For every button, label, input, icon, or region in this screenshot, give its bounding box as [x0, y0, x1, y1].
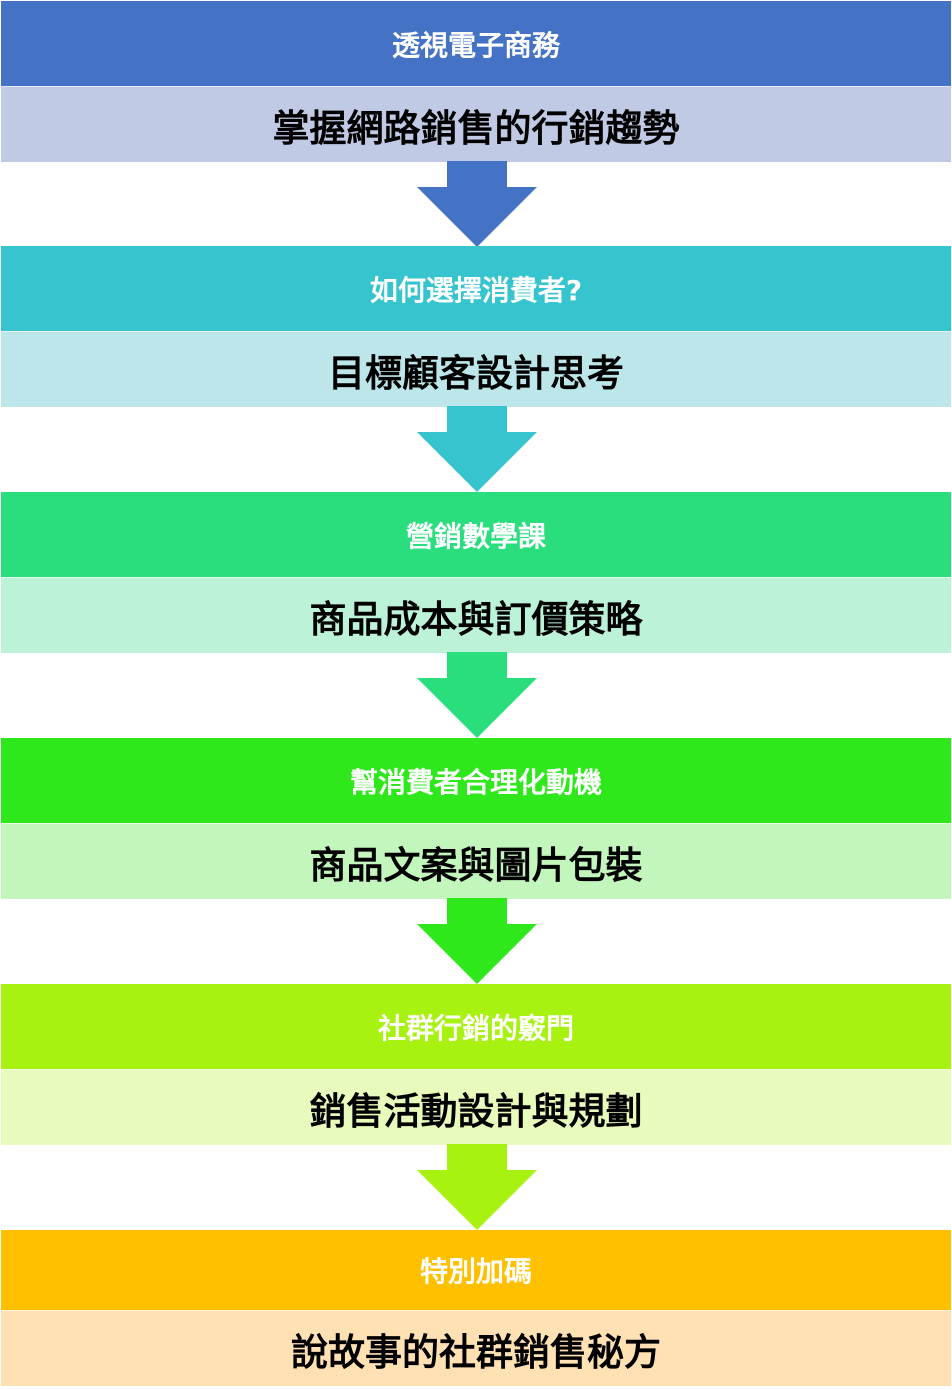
step-3: 營銷數學課商品成本與訂價策略 — [1, 492, 951, 653]
step-title: 社群行銷的竅門 — [1, 984, 951, 1069]
step-title: 幫消費者合理化動機 — [1, 738, 951, 823]
arrow-shape — [417, 1144, 537, 1230]
down-arrow-icon — [417, 406, 537, 492]
step-subtitle: 銷售活動設計與規劃 — [1, 1069, 951, 1145]
step-subtitle: 商品文案與圖片包裝 — [1, 823, 951, 899]
step-subtitle: 目標顧客設計思考 — [1, 331, 951, 407]
step-4: 幫消費者合理化動機商品文案與圖片包裝 — [1, 738, 951, 899]
step-2: 如何選擇消費者?目標顧客設計思考 — [1, 246, 951, 407]
step-title: 如何選擇消費者? — [1, 246, 951, 331]
step-1: 透視電子商務掌握網路銷售的行銷趨勢 — [1, 1, 951, 162]
step-title: 特別加碼 — [1, 1230, 951, 1310]
step-5: 社群行銷的竅門銷售活動設計與規劃 — [1, 984, 951, 1145]
down-arrow-icon — [417, 652, 537, 738]
arrow-shape — [417, 161, 537, 247]
down-arrow-icon — [417, 898, 537, 984]
arrow-shape — [417, 652, 537, 738]
step-6: 特別加碼說故事的社群銷售秘方 — [1, 1230, 951, 1386]
arrow-shape — [417, 406, 537, 492]
arrow-shape — [417, 898, 537, 984]
step-subtitle: 掌握網路銷售的行銷趨勢 — [1, 86, 951, 162]
step-title: 營銷數學課 — [1, 492, 951, 577]
down-arrow-icon — [417, 161, 537, 247]
step-subtitle: 商品成本與訂價策略 — [1, 577, 951, 653]
step-subtitle: 說故事的社群銷售秘方 — [1, 1310, 951, 1386]
step-title: 透視電子商務 — [1, 1, 951, 86]
down-arrow-icon — [417, 1144, 537, 1230]
